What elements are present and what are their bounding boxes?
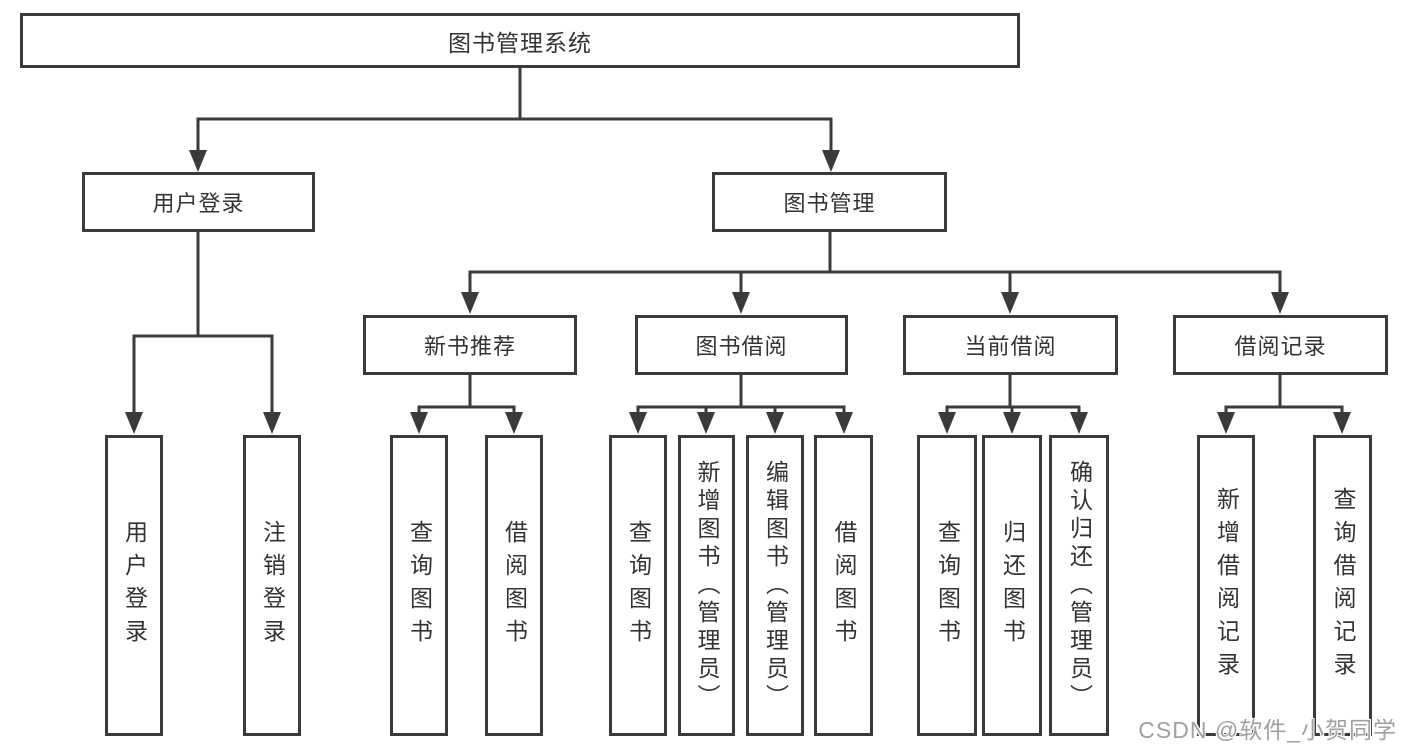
leaf-query-borrow-record: 查询借阅记录 xyxy=(1313,435,1372,736)
node-new-book-recommend: 新书推荐 xyxy=(363,315,577,375)
csdn-watermark: CSDN @软件_小贺同学 xyxy=(1138,717,1397,743)
leaf-add-borrow-record: 新增借阅记录 xyxy=(1197,435,1255,736)
node-label: 新增借阅记录 xyxy=(1213,486,1240,685)
node-label: 用户登录 xyxy=(121,519,148,652)
node-current-borrow: 当前借阅 xyxy=(903,315,1118,375)
node-book-management-group: 图书管理 xyxy=(712,172,947,232)
leaf-user-login: 用户登录 xyxy=(105,435,163,736)
node-label: 图书借阅 xyxy=(695,334,788,359)
node-label: 用户登录 xyxy=(152,191,245,216)
leaf-edit-books-admin: 编辑图书（管理员） xyxy=(746,435,804,736)
node-label: 确认归还（管理员） xyxy=(1066,459,1093,712)
node-book-borrow: 图书借阅 xyxy=(635,315,848,375)
node-user-login-group: 用户登录 xyxy=(82,172,315,232)
node-label: 注销登录 xyxy=(259,519,286,652)
leaf-borrow-books-1: 借阅图书 xyxy=(485,435,543,736)
leaf-query-books-1: 查询图书 xyxy=(390,435,448,736)
node-label: 查询借阅记录 xyxy=(1330,486,1356,685)
node-label: 当前借阅 xyxy=(964,334,1057,359)
node-book-management-system: 图书管理系统 xyxy=(20,13,1020,68)
node-label: 新书推荐 xyxy=(423,334,516,359)
node-borrow-records: 借阅记录 xyxy=(1173,315,1388,375)
node-label: 归还图书 xyxy=(999,519,1026,652)
node-label: 图书管理 xyxy=(783,191,876,216)
node-label: 查询图书 xyxy=(625,519,652,652)
node-label: 图书管理系统 xyxy=(448,29,592,56)
node-label: 借阅记录 xyxy=(1234,334,1327,359)
leaf-add-books-admin: 新增图书（管理员） xyxy=(678,435,735,736)
leaf-return-books: 归还图书 xyxy=(982,435,1042,736)
node-label: 查询图书 xyxy=(406,519,433,652)
node-label: 借阅图书 xyxy=(831,519,857,652)
node-label: 编辑图书（管理员） xyxy=(762,459,789,712)
node-label: 新增图书（管理员） xyxy=(694,459,720,712)
leaf-query-books-2: 查询图书 xyxy=(609,435,667,736)
node-label: 借阅图书 xyxy=(501,519,528,652)
leaf-query-books-3: 查询图书 xyxy=(917,435,977,736)
leaf-borrow-books-2: 借阅图书 xyxy=(814,435,873,736)
leaf-confirm-return-admin: 确认归还（管理员） xyxy=(1049,435,1109,736)
node-label: 查询图书 xyxy=(934,519,961,652)
leaf-logout: 注销登录 xyxy=(243,435,301,736)
